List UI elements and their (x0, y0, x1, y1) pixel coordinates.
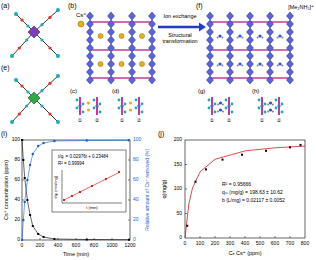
panel-label: (a) (1, 2, 10, 10)
fit-equation: R² = 0.99994 (58, 162, 84, 167)
axis-title: q(mg/g) (161, 180, 167, 199)
axis-tick: 100 (12, 137, 20, 143)
callout-number: ① (260, 118, 264, 124)
panel-label: (i) (1, 130, 7, 138)
callout-number: ① (210, 118, 214, 124)
callout-number: ② (95, 118, 99, 124)
axis-tick: 200 (211, 241, 219, 247)
transformation-arrow (158, 23, 206, 32)
axis-tick: 20 (133, 217, 139, 223)
axis-tick: 500 (256, 241, 264, 247)
axis-tick: 0 (184, 241, 187, 247)
fit-annotation: b (L/mg) = 0.02117 ± 0.0052 (222, 198, 285, 204)
axis-tick: 100 (174, 186, 182, 192)
axis-tick: 60 (133, 177, 139, 183)
panel-label: (f) (196, 2, 203, 10)
callout-number: ① (78, 118, 82, 124)
panel-label: (j) (158, 130, 164, 138)
axis-tick: 100 (196, 241, 204, 247)
ion-label: [Me₂NH₂]⁺ (288, 4, 314, 10)
axis-tick: 60 (14, 177, 20, 183)
axis-tick: 600 (271, 241, 279, 247)
callout-number: ② (137, 118, 141, 124)
axis-title: t (min) (86, 206, 97, 210)
framework-b (87, 12, 156, 84)
fit-equation: t/qₜ = 0.02976t + 0.23484 (58, 155, 108, 160)
isotherm-plot (185, 140, 305, 238)
axis-tick: 800 (90, 243, 98, 249)
fit-annotation: R² = 0.95666 (222, 182, 251, 188)
axis-tick: 600 (72, 243, 80, 249)
axis-tick: 0 (17, 237, 20, 243)
axis-title: Relative amount of Cs⁺ removed (%) (145, 149, 151, 231)
axis-tick: 40 (14, 197, 20, 203)
chain-views (76, 97, 284, 115)
axis-tick: 100 (133, 137, 141, 143)
axis-tick: 200 (36, 243, 44, 249)
process-label: Ion exchange (163, 13, 196, 19)
axis-title: t/qₜ (min/mg) (54, 176, 58, 199)
axis-title: Time (min) (63, 251, 89, 257)
coordination-unit (10, 8, 60, 58)
panel-label: (g) (198, 88, 205, 95)
axis-tick: 800 (301, 241, 309, 247)
axis-title: Cs⁺ concentration (ppm) (3, 160, 9, 220)
panel-label: (h) (252, 88, 259, 95)
axis-tick: 400 (54, 243, 62, 249)
axis-tick: 700 (286, 241, 294, 247)
axis-title: Cₑ Cs⁺ (ppm) (228, 250, 261, 256)
axis-tick: 1000 (106, 243, 117, 249)
kinetics-plot (21, 139, 130, 241)
axis-tick: 80 (14, 157, 20, 163)
axis-tick: 80 (133, 157, 139, 163)
callout-number: ② (227, 118, 231, 124)
cs-ion (78, 21, 84, 27)
callout-number: ② (277, 118, 281, 124)
framework-f (207, 12, 294, 84)
axis-tick: 400 (241, 241, 249, 247)
axis-tick: 200 (174, 137, 182, 143)
axis-tick: 20 (14, 217, 20, 223)
ion-label: Cs⁺ (76, 12, 87, 19)
axis-tick: 0 (21, 243, 24, 249)
axis-tick: 300 (226, 241, 234, 247)
axis-tick: 40 (133, 197, 139, 203)
axis-tick: 0 (179, 235, 182, 241)
fit-annotation: qₘ (mg/g) = 198.63 ± 10.62 (222, 190, 283, 196)
process-label: Structural transformation (156, 32, 204, 44)
panel-label: (e) (1, 64, 10, 72)
coordination-unit (10, 74, 60, 124)
panel-label: (c) (70, 88, 77, 95)
axis-tick: 150 (174, 162, 182, 168)
panel-label: (d) (112, 88, 119, 95)
axis-tick: 50 (176, 211, 182, 217)
axis-tick: 1200 (124, 243, 135, 249)
panel-label: (b) (68, 2, 77, 10)
callout-number: ① (120, 118, 124, 124)
axis-tick: 0 (133, 237, 136, 243)
